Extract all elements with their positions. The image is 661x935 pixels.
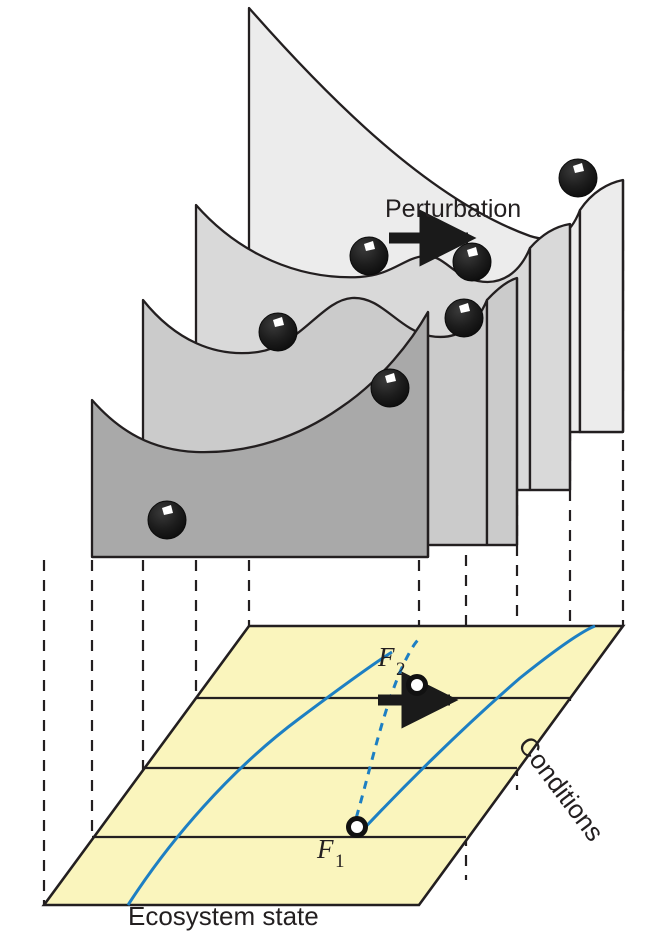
conditions-plane xyxy=(41,624,626,907)
slice-4-surface xyxy=(90,310,430,559)
ecosystem-state-label: Ecosystem state xyxy=(128,901,319,931)
fold-point-f1-marker xyxy=(346,816,368,838)
ball-slice2-left xyxy=(349,236,389,276)
ball-slice1-right xyxy=(558,158,598,198)
perturbation-label: Perturbation xyxy=(385,195,521,223)
slice-3-right-face xyxy=(485,276,519,547)
ball-slice4-left xyxy=(147,500,187,540)
ball-slice2-right xyxy=(452,242,492,282)
landscape-slice-dark xyxy=(90,310,430,559)
fold-point-f2-label: F xyxy=(377,642,395,672)
fold-point-f1-subscript: 1 xyxy=(335,851,345,872)
fold-point-f2-subscript: 2 xyxy=(396,659,406,680)
fold-curve-right xyxy=(356,624,596,837)
bifurcation-curves-group xyxy=(126,624,596,906)
fold-point-f1-label: F xyxy=(316,834,334,864)
fold-point-f1-label-group: F 1 xyxy=(316,834,345,872)
ball-slice3-right xyxy=(444,298,484,338)
ball-slice4-mid xyxy=(370,368,410,408)
slice-2-right-face xyxy=(528,222,572,492)
fold-point-f2-marker xyxy=(406,674,428,696)
fold-curve-left xyxy=(126,650,393,906)
conditions-label-group: Conditions xyxy=(512,731,610,847)
conditions-label: Conditions xyxy=(512,731,610,847)
fold-point-f2-label-group: F 2 xyxy=(377,642,406,680)
slice-1-right-face xyxy=(578,178,625,434)
ball-slice3-left xyxy=(258,312,298,352)
